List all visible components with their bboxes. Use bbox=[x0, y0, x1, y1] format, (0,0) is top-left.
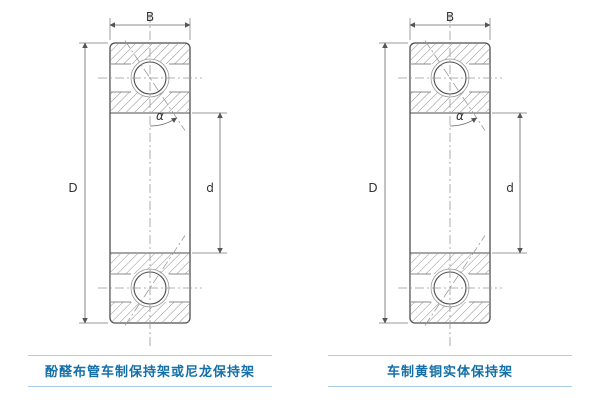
label-outer-diameter: D bbox=[68, 181, 77, 195]
contact-angle-lines bbox=[124, 40, 186, 326]
dimensions bbox=[379, 18, 527, 324]
angle-arc bbox=[449, 117, 478, 127]
caption-right: 车制黄铜实体保持架 bbox=[328, 355, 572, 387]
centerlines bbox=[398, 14, 502, 347]
figure-right: B D d α 车制黄铜实体保持架 bbox=[300, 0, 600, 400]
label-contact-angle: α bbox=[456, 109, 464, 123]
bearing-diagram-left: B D d α bbox=[68, 10, 227, 347]
contact-angle-lines bbox=[424, 40, 486, 326]
label-width: B bbox=[446, 10, 454, 24]
figure-left: B D d α 酚醛布管车制保持架或尼龙保持架 bbox=[28, 10, 272, 387]
ball-centerlines bbox=[98, 77, 202, 289]
ball-centerlines bbox=[398, 77, 502, 289]
bearing-diagram-right: B D d α bbox=[368, 10, 527, 347]
race-shoulders bbox=[111, 63, 189, 303]
caption-left: 酚醛布管车制保持架或尼龙保持架 bbox=[28, 355, 272, 387]
label-outer-diameter: D bbox=[368, 181, 377, 195]
race-shoulders bbox=[411, 63, 489, 303]
angle-arc bbox=[149, 117, 178, 127]
dimensions bbox=[79, 18, 227, 324]
label-contact-angle: α bbox=[156, 109, 164, 123]
extension-lines bbox=[379, 18, 527, 324]
extension-lines bbox=[79, 18, 227, 324]
label-width: B bbox=[146, 10, 154, 24]
label-bore-diameter: d bbox=[206, 181, 214, 195]
centerlines bbox=[98, 14, 202, 347]
label-bore-diameter: d bbox=[506, 181, 514, 195]
